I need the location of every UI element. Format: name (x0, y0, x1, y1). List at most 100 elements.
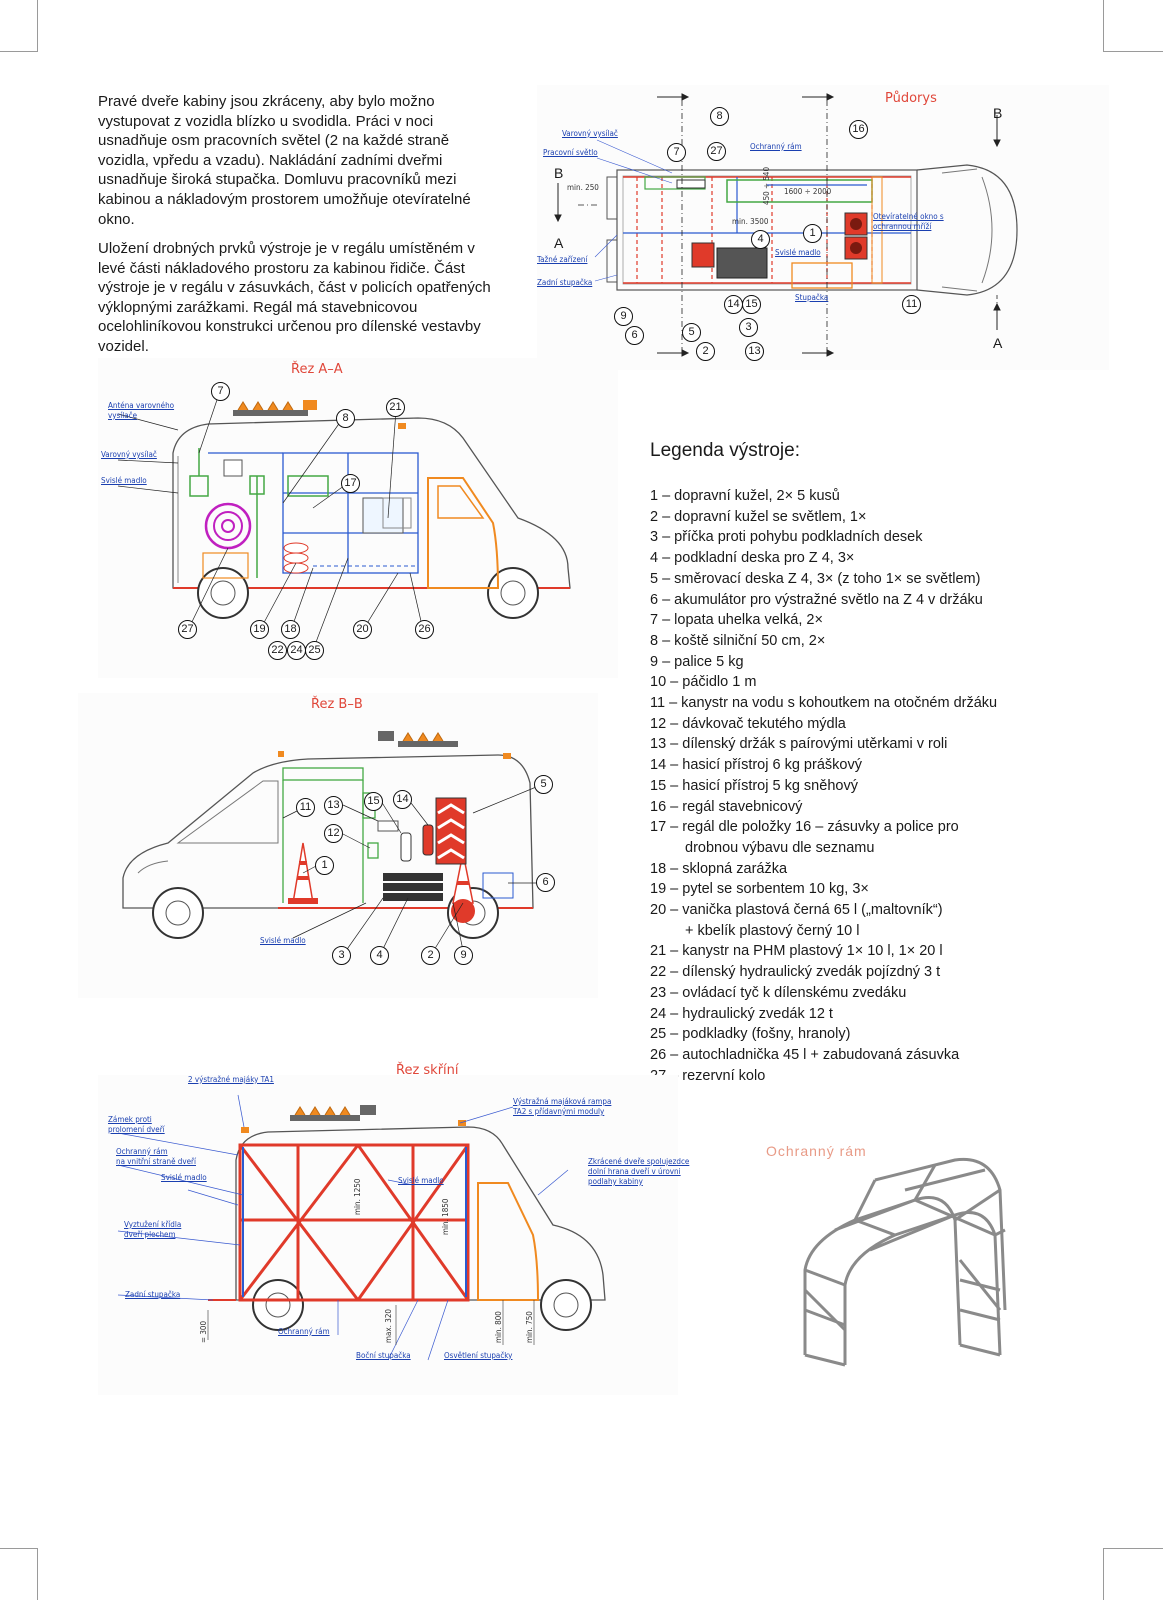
legend-item: 3 – příčka proti pohybu podkladních dese… (650, 527, 997, 548)
legend-item-text: 13 – dílenský držák s paírovými utěrkami… (650, 736, 948, 753)
label-step-light: Osvětlení stupačky (444, 1351, 513, 1360)
legend-item: 8 – koště silniční 50 cm, 2× (650, 631, 997, 652)
callout-number: 1 (315, 856, 334, 875)
callout-number: 14 (724, 295, 743, 314)
crop-mark (1103, 1548, 1104, 1600)
label-protective-frame: Ochranný rám (278, 1327, 330, 1336)
dim-450-540: 450 ÷ 540 (762, 166, 771, 205)
callout-number: 19 (250, 620, 269, 639)
callout-number: 16 (849, 120, 868, 139)
callout-number: 8 (336, 409, 355, 428)
legend-item: 13 – dílenský držák s paírovými utěrkami… (650, 734, 997, 755)
callout-number: 26 (415, 620, 434, 639)
callout-number: 6 (625, 326, 644, 345)
legend-item-text: 7 – lopata uhelka velká, 2× (650, 612, 823, 629)
section-box-drawing: Řez skříní 2 výstražné majáky TA1 Výstra… (98, 1063, 689, 1395)
plan-title: Půdorys (885, 91, 937, 106)
crop-mark (1103, 51, 1163, 52)
label-work-light: Pracovní světlo (543, 148, 598, 157)
legend-item: 22 – dílenský hydraulický zvedák pojízdn… (650, 962, 997, 983)
legend-item: 21 – kanystr na PHM plastový 1× 10 l, 1×… (650, 941, 997, 962)
legend-item: 12 – dávkovač tekutého mýdla (650, 714, 997, 735)
crop-mark (0, 51, 38, 52)
callout-number: 9 (614, 307, 633, 326)
label-protective-frame: Ochranný rám (750, 142, 802, 151)
crop-mark (37, 0, 38, 52)
legend-item-text: 21 – kanystr na PHM plastový 1× 10 l, 1×… (650, 943, 943, 960)
legend-item-text: 27 – rezervní kolo (650, 1067, 766, 1084)
legend-item: 15 – hasicí přístroj 5 kg sněhový (650, 776, 997, 797)
callout-number: 22 (268, 641, 287, 660)
label-anti-break-lock: Zámek proti prolomení dveří (108, 1115, 165, 1134)
label-vertical-handle: Svislé madlo (101, 476, 147, 485)
plan-view-drawing: Půdorys B B A A Varovný vysílač Pracovní… (537, 85, 1109, 370)
label-side-step: Stupačka (795, 293, 829, 302)
legend-item: 1 – dopravní kužel, 2× 5 kusů (650, 486, 997, 507)
callout-number: 8 (710, 107, 729, 126)
legend-item-text: 15 – hasicí přístroj 5 kg sněhový (650, 777, 858, 794)
callout-number: 14 (393, 790, 412, 809)
label-vertical-handle-left: Svislé madlo (161, 1173, 207, 1182)
legend-item-text: 23 – ovládací tyč k dílenskému zvedáku (650, 984, 907, 1001)
legend-item-text: 19 – pytel se sorbentem 10 kg, 3× (650, 881, 869, 898)
legend-item-text: 9 – palice 5 kg (650, 653, 744, 670)
legend-item-text: 14 – hasicí přístroj 6 kg práškový (650, 757, 862, 774)
dim-1600-2000: 1600 ÷ 2000 (784, 187, 832, 196)
legend-item-text: 17 – regál dle položky 16 – zásuvky a po… (650, 819, 959, 836)
dim-max-320: max. 320 (384, 1309, 393, 1343)
dim-min-3500: min. 3500 (732, 217, 769, 226)
crop-mark (37, 1548, 38, 1600)
legend-item: 4 – podkladní deska pro Z 4, 3× (650, 548, 997, 569)
legend-title: Legenda výstroje: (650, 440, 800, 461)
callout-number: 25 (305, 641, 324, 660)
label-warning-light: Varovný vysílač (101, 450, 157, 459)
dim-min-1850: min. 1850 (441, 1198, 450, 1235)
storage-paragraph: Uložení drobných prvků výstroje je v reg… (98, 240, 491, 355)
callout-number: 11 (902, 295, 921, 314)
legend-item-text: 2 – dopravní kužel se světlem, 1× (650, 508, 867, 525)
callout-number: 15 (742, 295, 761, 314)
legend-item: 11 – kanystr na vodu s kohoutkem na otoč… (650, 693, 997, 714)
legend-item-text: 16 – regál stavebnicový (650, 798, 803, 815)
legend-item: 14 – hasicí přístroj 6 kg práškový (650, 755, 997, 776)
legend-item: 19 – pytel se sorbentem 10 kg, 3× (650, 879, 997, 900)
label-tow-hitch: Tažné zařízení (537, 255, 588, 264)
legend-item-text: 10 – páčidlo 1 m (650, 674, 757, 691)
callout-number: 3 (739, 318, 758, 337)
callout-number: 7 (667, 143, 686, 162)
callout-number: 13 (745, 342, 764, 361)
legend-item: 6 – akumulátor pro výstražné světlo na Z… (650, 590, 997, 611)
legend-item: 24 – hydraulický zvedák 12 t (650, 1004, 997, 1025)
legend-item: 9 – palice 5 kg (650, 652, 997, 673)
callout-number: 12 (324, 824, 343, 843)
legend-item: 10 – páčidlo 1 m (650, 672, 997, 693)
legend-list: 1 – dopravní kužel, 2× 5 kusů 2 – dopravn… (650, 486, 997, 1086)
section-mark-a: A (993, 335, 1003, 351)
dim-min-750: min. 750 (525, 1311, 534, 1343)
legend-item-text: 22 – dílenský hydraulický zvedák pojízdn… (650, 964, 941, 981)
section-mark-a-left: A (554, 235, 564, 251)
label-side-step: Boční stupačka (356, 1351, 411, 1360)
legend-item-text: 26 – autochladnička 45 l + zabudovaná zá… (650, 1046, 960, 1063)
label-reinforced-wing: Vyztužení křídla dveří plechem (124, 1220, 182, 1239)
legend-item-text: 12 – dávkovač tekutého mýdla (650, 715, 846, 732)
label-beacons-ta1: 2 výstražné majáky TA1 (188, 1075, 274, 1084)
label-antenna: Anténa varovného vysílače (108, 401, 175, 420)
section-aa-drawing: Řez A–A Anténa varovného vysílače Varovn… (98, 358, 618, 678)
callout-number: 1 (803, 224, 822, 243)
callout-number: 4 (370, 946, 389, 965)
callout-number: 2 (421, 946, 440, 965)
callout-number: 27 (707, 142, 726, 161)
callout-number: 27 (178, 620, 197, 639)
dim-min-800: min. 800 (494, 1311, 503, 1343)
callout-number: 6 (536, 873, 555, 892)
legend-item-text: 1 – dopravní kužel, 2× 5 kusů (650, 488, 840, 504)
label-protective-frame-inner: Ochranný rám na vnitřní straně dveří (116, 1147, 196, 1166)
legend-item: 27 – rezervní kolo (650, 1066, 997, 1087)
callout-number: 17 (341, 474, 360, 493)
section-aa-title: Řez A–A (291, 362, 343, 377)
label-vertical-handle-mid: Svislé madlo (398, 1176, 444, 1185)
legend-item: 2 – dopravní kužel se světlem, 1× (650, 507, 997, 528)
dim-min-250: min. 250 (567, 183, 599, 192)
crop-mark (0, 1548, 38, 1549)
